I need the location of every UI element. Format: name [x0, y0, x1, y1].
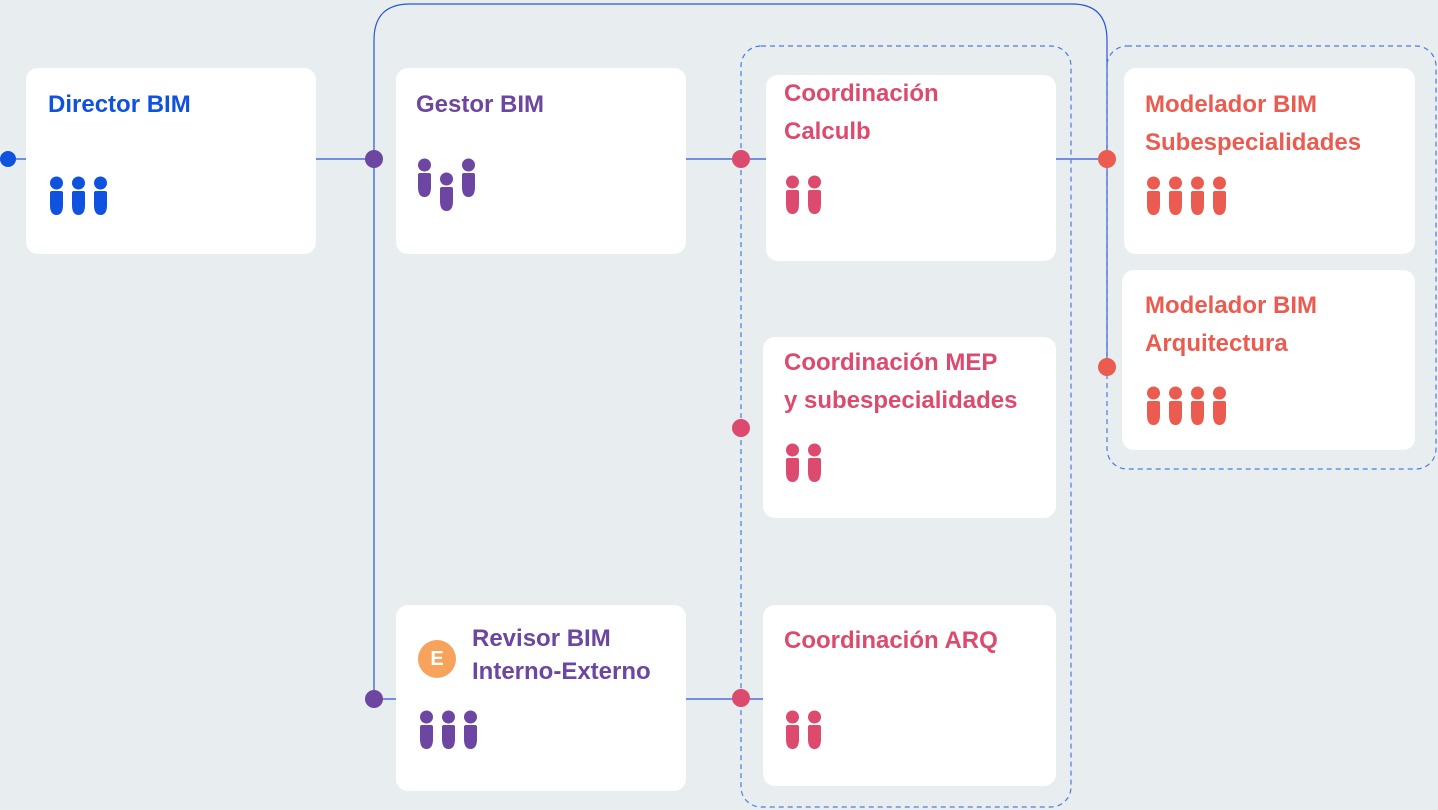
person-icon	[418, 158, 431, 197]
card-title-line: Coordinación	[784, 80, 939, 107]
card-title: Coordinación MEP y subespecialidades	[784, 344, 1017, 420]
person-icon	[72, 176, 85, 215]
person-icon	[786, 710, 799, 749]
people-icon	[48, 176, 114, 216]
person-icon	[1213, 176, 1226, 215]
person-icon	[462, 158, 475, 197]
card-title-line: y subespecialidades	[784, 387, 1018, 414]
people-icon	[784, 710, 828, 750]
node-gestor-left	[365, 150, 383, 168]
person-icon	[808, 175, 821, 214]
card-title-line: Modelador BIM	[1145, 91, 1317, 118]
card-title-line: Calculb	[784, 118, 871, 145]
people-icon	[784, 175, 828, 215]
coordinacion-arq-card[interactable]: Coordinación ARQ	[763, 605, 1056, 786]
card-title-line: Subespecialidades	[1145, 129, 1362, 156]
node-modelador-arq	[1098, 358, 1116, 376]
director-bim-card[interactable]: Director BIM	[26, 68, 316, 254]
connector-gestor-revisor	[373, 159, 396, 700]
person-icon	[1147, 386, 1160, 425]
node-revisor-left	[365, 690, 383, 708]
coordinacion-mep-card[interactable]: Coordinación MEP y subespecialidades	[763, 337, 1056, 518]
person-icon	[1191, 386, 1204, 425]
card-title-line: Arquitectura	[1145, 330, 1288, 357]
person-icon	[442, 710, 455, 749]
person-icon	[94, 176, 107, 215]
person-icon	[808, 710, 821, 749]
person-icon	[1191, 176, 1204, 215]
card-title-line: Modelador BIM	[1145, 292, 1317, 319]
card-title-line: Gestor BIM	[416, 91, 545, 118]
card-title: Director BIM	[48, 86, 191, 124]
badge-e: E	[418, 640, 456, 678]
coordinacion-calculb-card[interactable]: Coordinación Calculb	[766, 75, 1056, 261]
person-icon	[808, 443, 821, 482]
people-icon	[418, 710, 484, 750]
card-title-line: Coordinación ARQ	[784, 627, 998, 654]
modelador-arquitectura-card[interactable]: Modelador BIM Arquitectura	[1122, 270, 1415, 450]
card-title: Modelador BIM Subespecialidades	[1145, 86, 1361, 162]
card-title-line: Interno-Externo	[472, 658, 651, 685]
card-title-line: Coordinación MEP	[784, 349, 998, 376]
node-director-left	[0, 151, 16, 167]
person-icon	[420, 710, 433, 749]
card-title-line: Director BIM	[48, 91, 191, 118]
person-icon	[1147, 176, 1160, 215]
person-icon	[440, 172, 453, 211]
card-title: Gestor BIM	[416, 86, 544, 124]
people-icon	[416, 158, 482, 212]
node-coord-mep	[732, 419, 750, 437]
card-title: Revisor BIM Interno-Externo	[472, 622, 651, 688]
card-title-line: Revisor BIM	[472, 625, 611, 652]
gestor-bim-card[interactable]: Gestor BIM	[396, 68, 686, 254]
modelador-subespecialidades-card[interactable]: Modelador BIM Subespecialidades	[1124, 68, 1415, 254]
people-icon	[1145, 386, 1233, 426]
card-title: Coordinación ARQ	[784, 622, 998, 660]
node-coord-arq	[732, 689, 750, 707]
node-coord-calculb	[732, 150, 750, 168]
modelador-group-border	[1106, 45, 1437, 470]
people-icon	[1145, 176, 1233, 216]
people-icon	[784, 443, 828, 483]
node-modelador-sub	[1098, 150, 1116, 168]
person-icon	[50, 176, 63, 215]
revisor-bim-card[interactable]: E Revisor BIM Interno-Externo	[396, 605, 686, 791]
connector-arc-top	[373, 3, 1108, 368]
card-title: Modelador BIM Arquitectura	[1145, 287, 1317, 363]
person-icon	[786, 175, 799, 214]
person-icon	[1169, 386, 1182, 425]
person-icon	[464, 710, 477, 749]
person-icon	[1169, 176, 1182, 215]
person-icon	[786, 443, 799, 482]
card-title: Coordinación Calculb	[784, 75, 939, 151]
person-icon	[1213, 386, 1226, 425]
